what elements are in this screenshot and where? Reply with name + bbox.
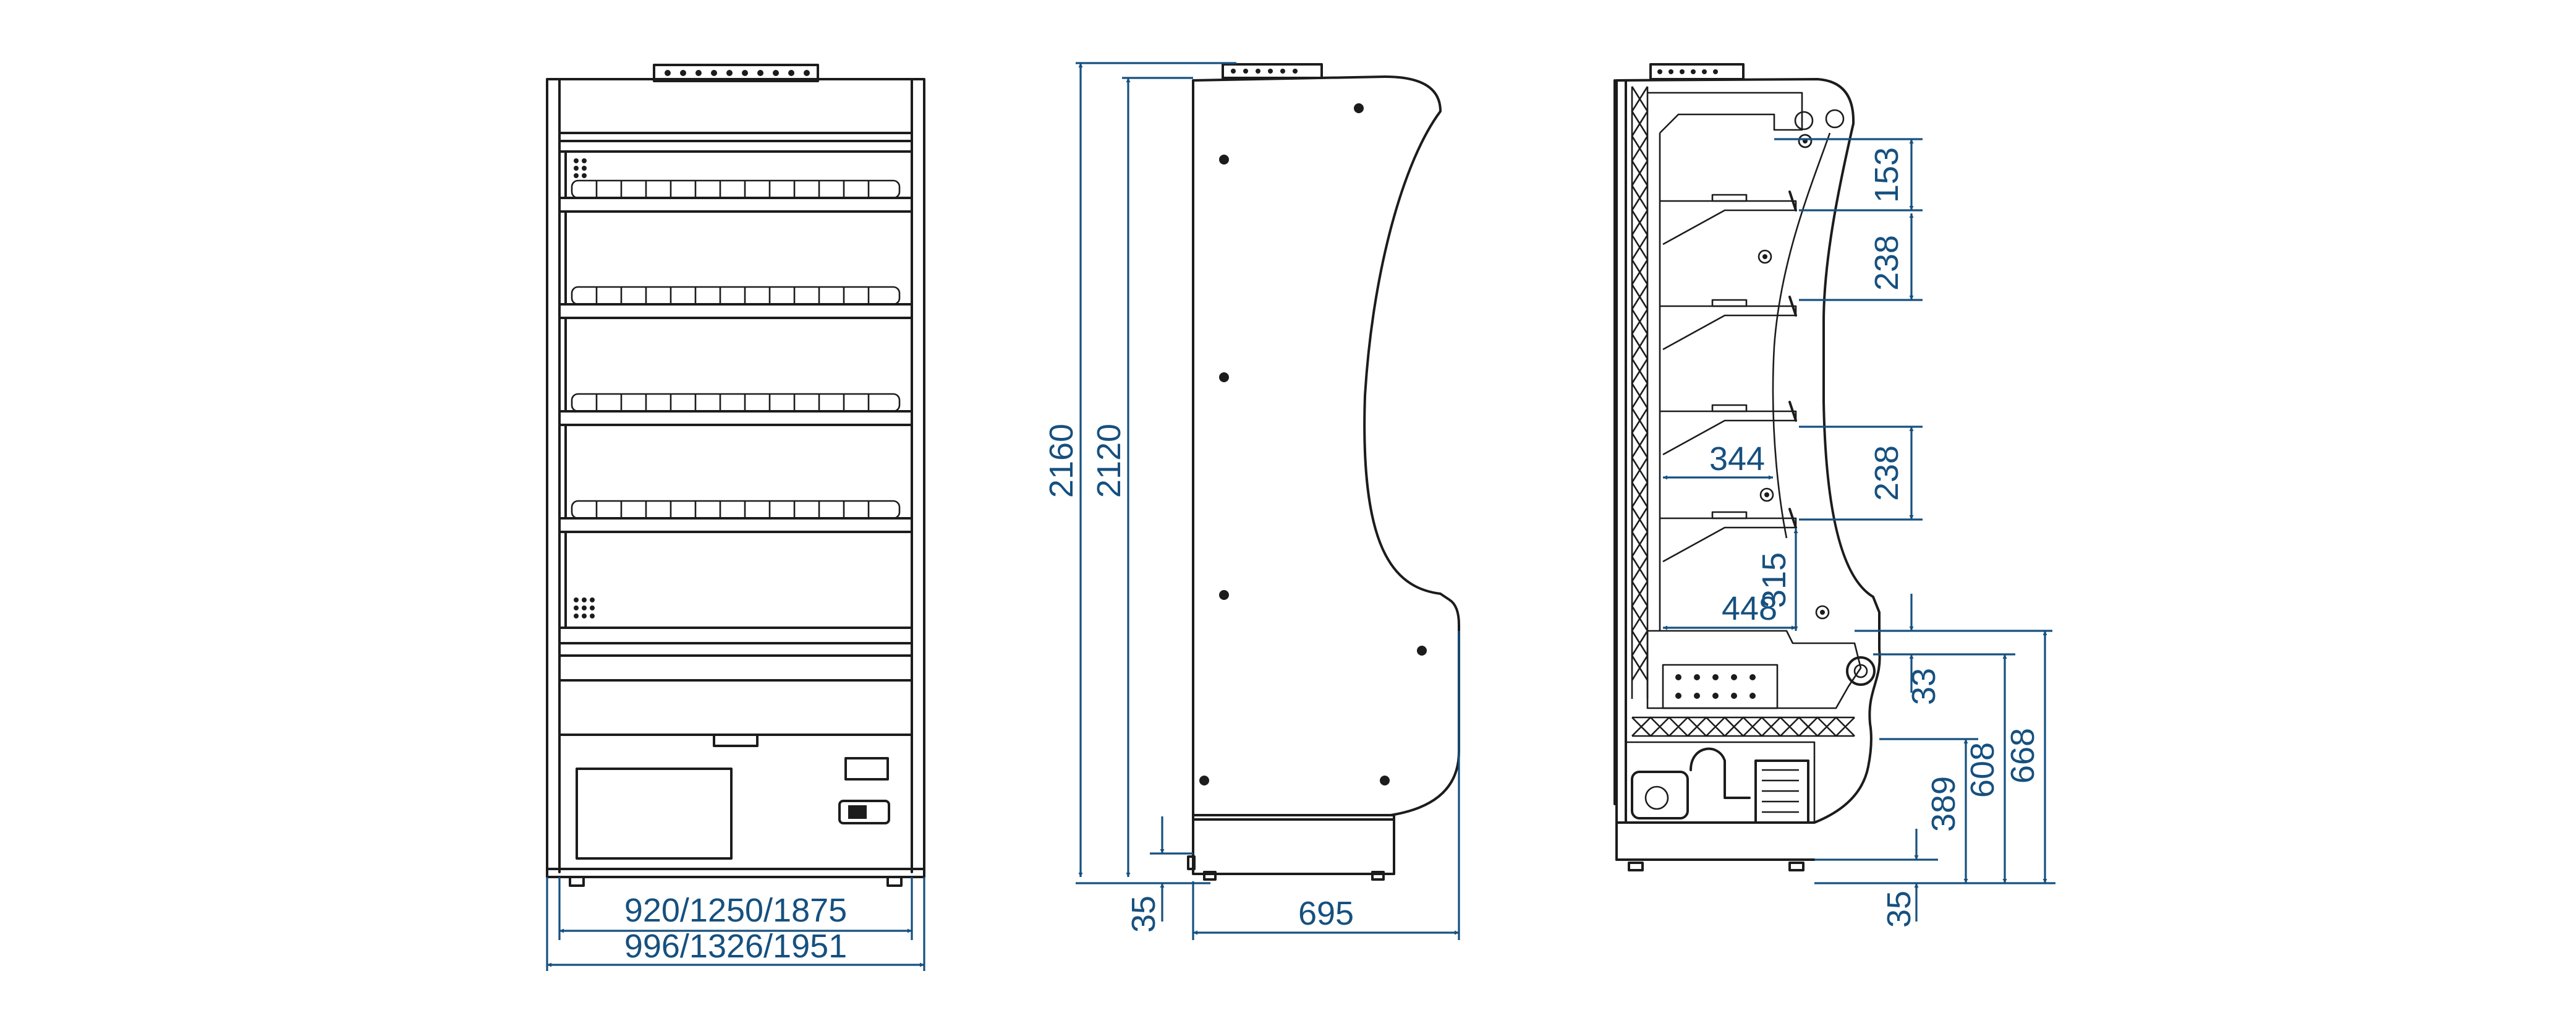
- dim-width-inner: 920/1250/1875: [624, 892, 847, 929]
- controller-switch: [838, 800, 890, 824]
- dim-shelf-spacing-3: 238: [1868, 445, 1905, 501]
- dim-deck-height-608: 608: [1964, 742, 2001, 798]
- side-panel-outline: [1192, 75, 1460, 816]
- front-shelf: [558, 179, 913, 213]
- side-view: [1187, 63, 1460, 881]
- dim-shelf-depth: 344: [1709, 440, 1765, 477]
- dim-foot-height: 35: [1125, 896, 1162, 933]
- side-dimensions: 2160 2120 35 695: [1043, 62, 1460, 940]
- dim-shelf-spacing-2: 238: [1868, 235, 1905, 291]
- section-top-vent: [1657, 69, 1718, 74]
- front-access-panel: [576, 768, 733, 860]
- front-shelf: [558, 286, 913, 319]
- front-shelf: [558, 500, 913, 533]
- condenser: [1754, 759, 1809, 824]
- back-panel-perforation-top: [574, 158, 587, 178]
- back-panel-perforation-bottom: [574, 597, 595, 618]
- front-width-dimensions: 920/1250/1875 996/1326/1951: [546, 877, 925, 971]
- temperature-display: [844, 757, 889, 781]
- dim-lower-gap: 315: [1756, 552, 1793, 608]
- section-shelf: [1660, 296, 1797, 351]
- front-view: [546, 64, 925, 887]
- dim-section-foot-height: 35: [1881, 891, 1918, 928]
- section-view: [1613, 63, 1881, 871]
- evaporator-perforation: [1675, 674, 1756, 699]
- dim-shelf-spacing-1: 153: [1868, 147, 1905, 203]
- section-shelf: [1660, 401, 1797, 456]
- refrigerant-pipe: [1690, 747, 1751, 799]
- dim-base-depth: 448: [1722, 590, 1777, 627]
- side-base-plinth: [1192, 814, 1395, 875]
- section-shelf: [1660, 508, 1797, 563]
- section-dimensions: 153 238 238 344 448 315 33 389 608 668 3: [1663, 138, 2055, 928]
- dim-depth: 695: [1298, 895, 1354, 932]
- dim-width-outer: 996/1326/1951: [624, 928, 847, 965]
- side-top-vent: [1231, 69, 1298, 74]
- floor-insulation-lattice: [1631, 716, 1855, 737]
- dim-deck-height-668: 668: [2004, 728, 2041, 784]
- dim-height-total: 2160: [1043, 424, 1080, 498]
- dim-deck-height-389: 389: [1925, 776, 1962, 832]
- compressor: [1631, 771, 1689, 819]
- back-insulation-lattice: [1631, 86, 1649, 681]
- evaporator-coil: [1662, 664, 1779, 709]
- dim-height-body: 2120: [1090, 424, 1128, 498]
- front-shelf: [558, 393, 913, 426]
- section-outer-shell: [1615, 78, 1881, 824]
- top-vent-grille: [665, 70, 810, 76]
- front-cabinet-outline: [546, 78, 925, 878]
- section-shelf: [1660, 190, 1797, 246]
- dim-deck-height-small: 33: [1905, 668, 1942, 705]
